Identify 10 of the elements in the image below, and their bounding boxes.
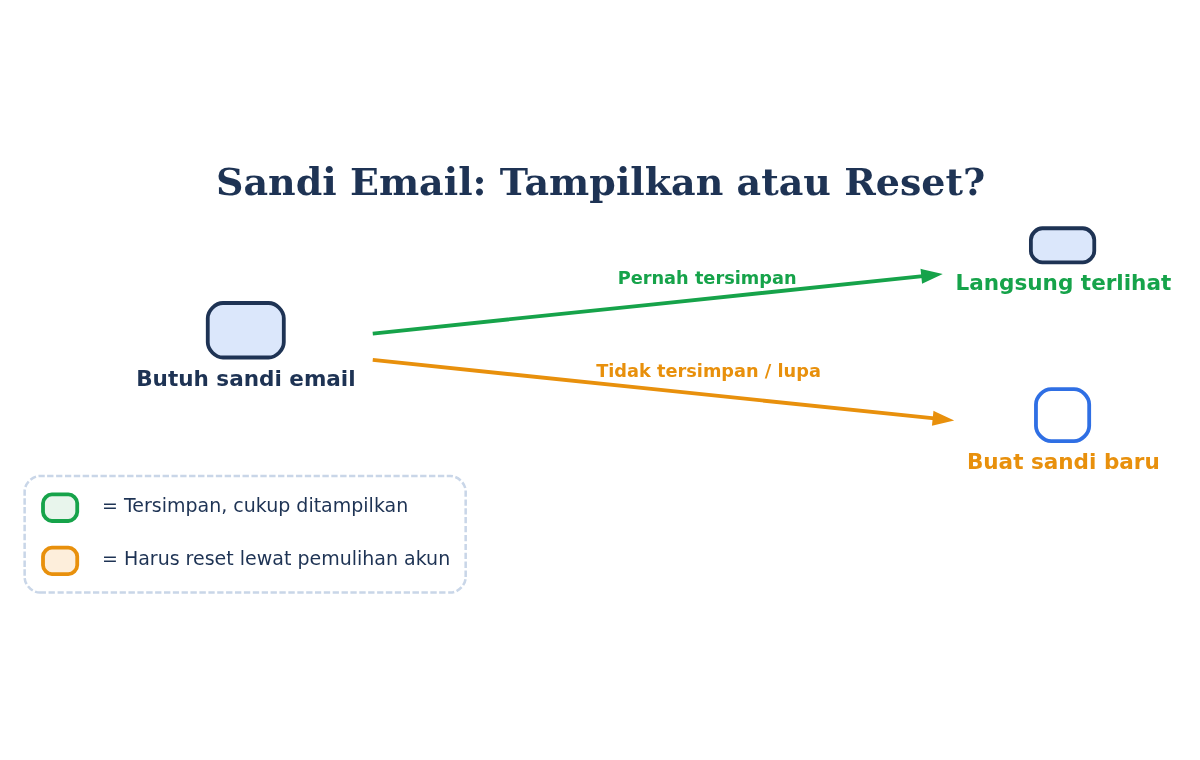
- arrow: [372, 358, 955, 426]
- diagram-title: Sandi Email: Tampilkan atau Reset?: [216, 159, 986, 205]
- node-label: Butuh sandi email: [136, 365, 356, 391]
- node-label: Buat sandi baru: [966, 449, 1160, 475]
- arrow: [372, 268, 943, 336]
- legend-label: = Harus reset lewat pemulihan akun: [101, 547, 451, 570]
- edge-label: Pernah tersimpan: [617, 267, 797, 288]
- edge-label: Tidak tersimpan / lupa: [596, 361, 821, 382]
- legend-label: = Tersimpan, cukup ditampilkan: [101, 494, 409, 517]
- node-label: Langsung terlihat: [955, 270, 1172, 296]
